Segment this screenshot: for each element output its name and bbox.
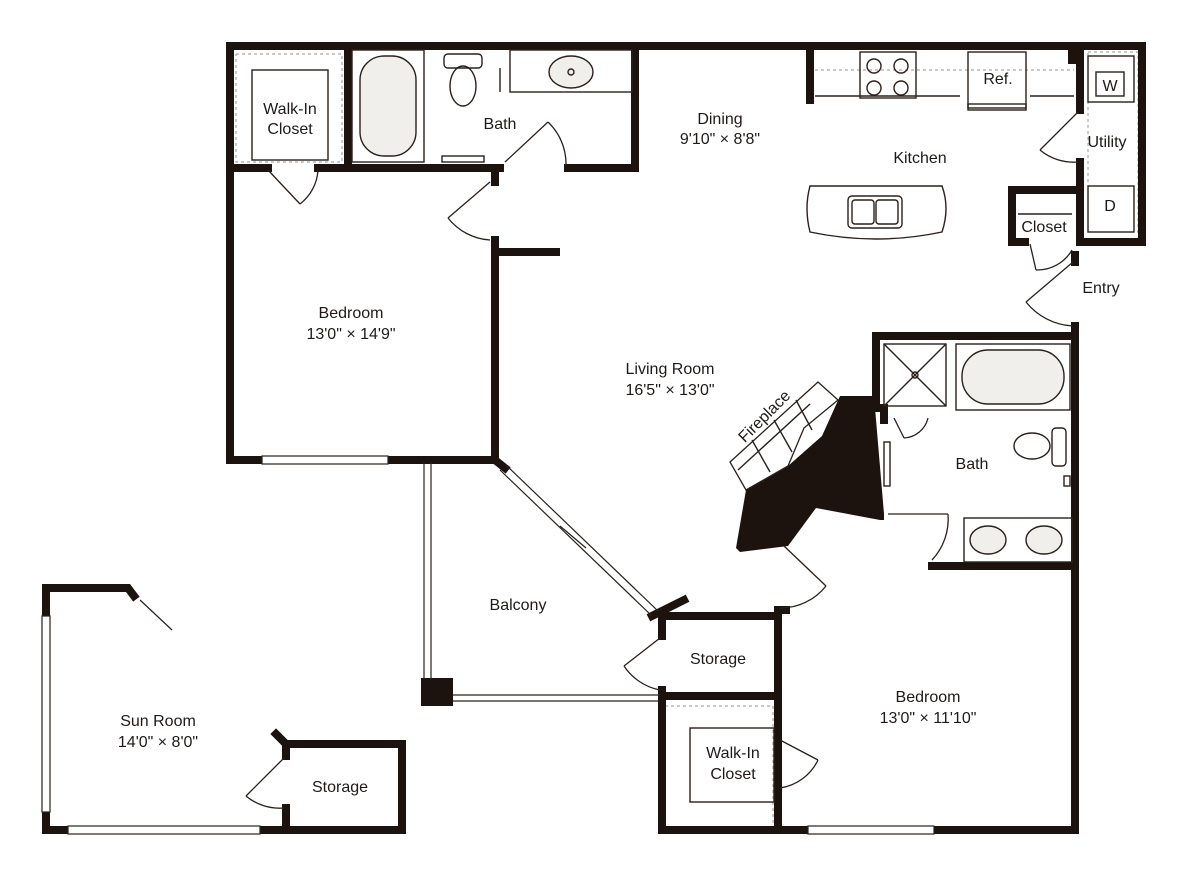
washer-label: W: [1102, 78, 1118, 95]
dining-dims: 9'10" × 8'8": [680, 131, 760, 148]
fireplace-unit: [729, 381, 884, 552]
utility-label: Utility: [1087, 134, 1126, 151]
dining-label: Dining: [697, 111, 742, 128]
balcony-label: Balcony: [490, 597, 547, 614]
living-room-dims: 16'5" × 13'0": [625, 382, 714, 399]
dryer-label: D: [1104, 198, 1116, 215]
bath-top-label: Bath: [484, 116, 517, 133]
storage-sunroom-label: Storage: [312, 779, 368, 796]
bedroom-left-dims: 13'0" × 14'9": [306, 326, 395, 343]
walkin-closet-bottom-label-1: Walk-In: [706, 745, 760, 762]
bedroom-right-dims: 13'0" × 11'10": [880, 710, 977, 727]
entry-closet-label: Closet: [1021, 219, 1067, 236]
refrigerator-label: Ref.: [983, 71, 1012, 88]
entry-label: Entry: [1082, 280, 1119, 297]
balcony-post: [421, 678, 453, 706]
sun-room-label: Sun Room: [120, 713, 196, 730]
windows: [41, 455, 935, 835]
walkin-closet-top-label-2: Closet: [267, 121, 313, 138]
kitchen-label: Kitchen: [893, 150, 946, 167]
storage-middle-label: Storage: [690, 651, 746, 668]
walkin-closet-top-label-1: Walk-In: [263, 101, 317, 118]
fixtures: [251, 49, 1135, 803]
sun-room-dims: 14'0" × 8'0": [118, 734, 198, 751]
living-room-label: Living Room: [626, 361, 715, 378]
walkin-closet-bottom-label-2: Closet: [710, 766, 756, 783]
walls: [42, 42, 1146, 834]
doors: [245, 111, 1079, 809]
balcony-rails: [139, 462, 660, 702]
bath-right-label: Bath: [956, 456, 989, 473]
labels: Walk-In Closet Bath Dining 9'10" × 8'8" …: [118, 71, 1127, 796]
bedroom-right-label: Bedroom: [896, 689, 961, 706]
bedroom-left-label: Bedroom: [319, 305, 384, 322]
